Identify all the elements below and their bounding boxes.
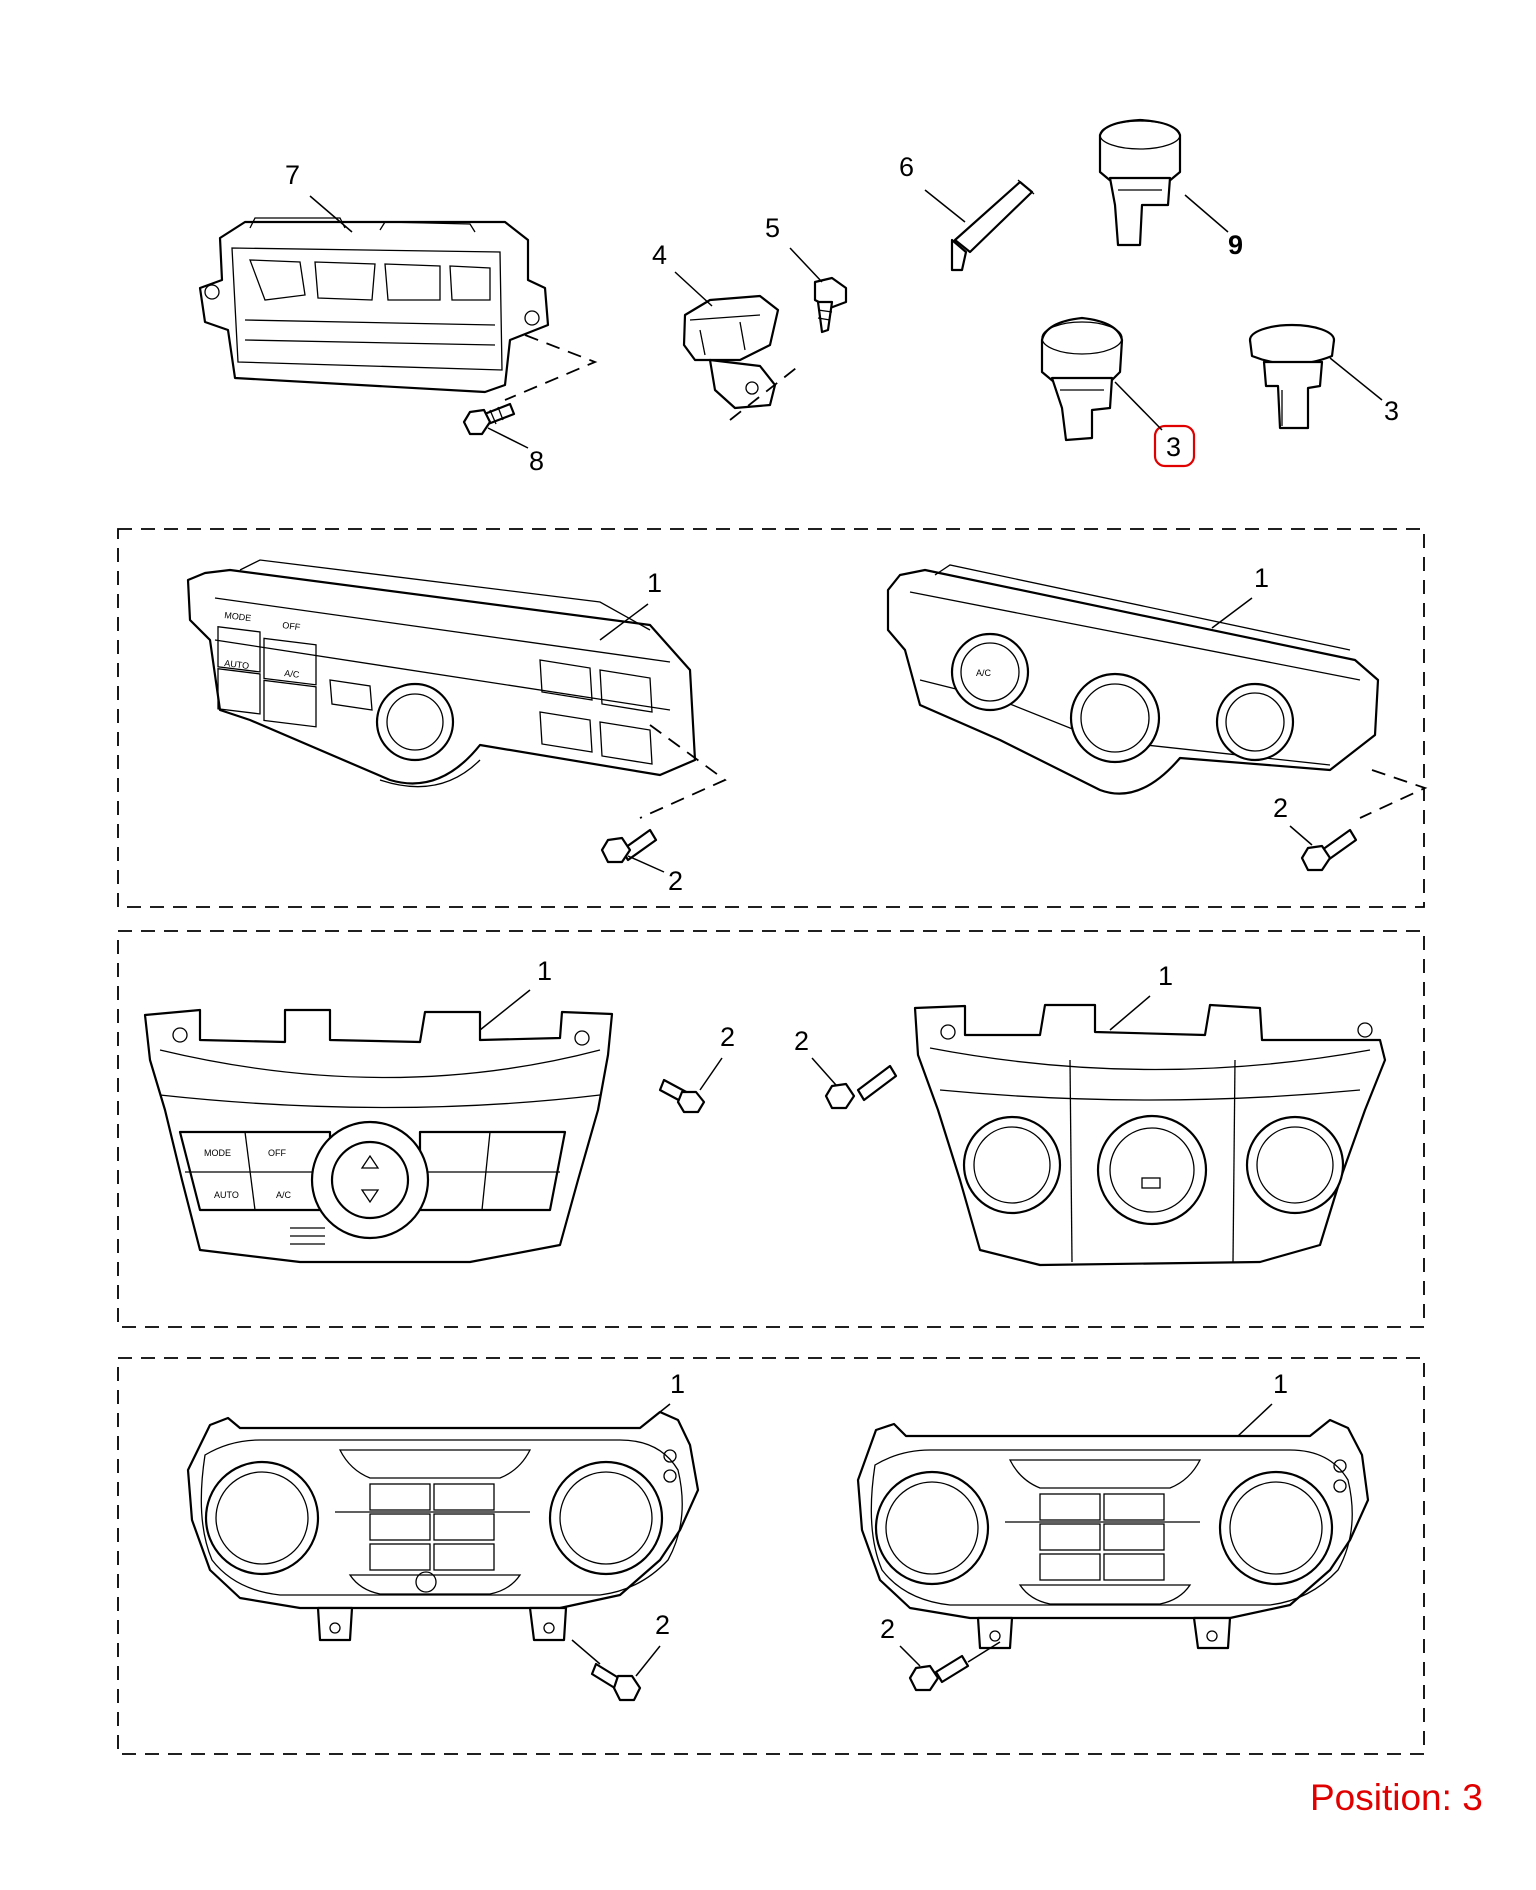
callout-2f: 2 [880,1614,895,1644]
screw-5[interactable] [813,276,848,334]
screw-2a[interactable] [600,828,658,864]
btn-ac-label: A/C [284,668,301,680]
highlight-box [1153,424,1196,468]
front-ac-label: A/C [276,1190,292,1200]
screw-2d[interactable] [824,1064,898,1110]
callout-5: 5 [765,213,780,243]
hvac-panel-buttons-angled[interactable]: MODE OFF AUTO A/C [186,559,697,788]
front-mode-label: MODE [204,1148,231,1158]
group-frame-1 [117,528,1425,908]
group-frame-3 [117,1357,1425,1755]
callout-8: 8 [529,446,544,476]
knob-3-highlighted[interactable] [1040,316,1124,442]
callout-7: 7 [285,160,300,190]
screw-2c[interactable] [658,1078,706,1114]
callout-2b: 2 [1273,793,1288,823]
knob-9[interactable] [1098,118,1182,247]
hvac-panel-oval-left[interactable] [186,1410,700,1642]
bulb-holder-6[interactable] [950,179,1035,272]
screw-2f[interactable] [908,1654,970,1692]
callout-3: 3 [1384,396,1399,426]
callout-2d: 2 [794,1026,809,1056]
callout-3-highlighted[interactable]: 3 [1166,432,1181,462]
screw-2e[interactable] [590,1662,642,1702]
btn-off-label: OFF [282,620,302,632]
callout-1f: 1 [1273,1369,1288,1399]
callout-1d: 1 [1158,961,1173,991]
screw-2b[interactable] [1300,828,1358,872]
group-frame-2 [117,930,1425,1328]
front-auto-label: AUTO [214,1190,239,1200]
knob-base-3[interactable] [1248,323,1336,430]
hvac-panel-knobs-front[interactable] [913,1003,1387,1267]
knob-ac-label: A/C [976,668,992,678]
screw-8[interactable] [462,402,516,436]
callout-1e: 1 [670,1369,685,1399]
hvac-panel-buttons-front[interactable]: MODE OFF AUTO A/C [143,1008,614,1264]
btn-mode-label: MODE [224,610,252,623]
hvac-panel-oval-right[interactable] [856,1418,1370,1650]
callout-2e: 2 [655,1610,670,1640]
callout-2c: 2 [720,1022,735,1052]
front-off-label: OFF [268,1148,286,1158]
callout-1c: 1 [537,956,552,986]
position-label: Position: 3 [1310,1777,1483,1818]
callout-6: 6 [899,152,914,182]
connector-bracket[interactable] [682,294,780,410]
callout-2a: 2 [668,866,683,896]
btn-auto-label: AUTO [224,658,250,671]
callout-4: 4 [652,240,667,270]
callout-9: 9 [1228,230,1243,260]
callout-1b: 1 [1254,563,1269,593]
hvac-panel-knobs-angled[interactable]: A/C [886,564,1380,795]
control-module-housing[interactable] [198,217,550,394]
callout-1a: 1 [647,568,662,598]
